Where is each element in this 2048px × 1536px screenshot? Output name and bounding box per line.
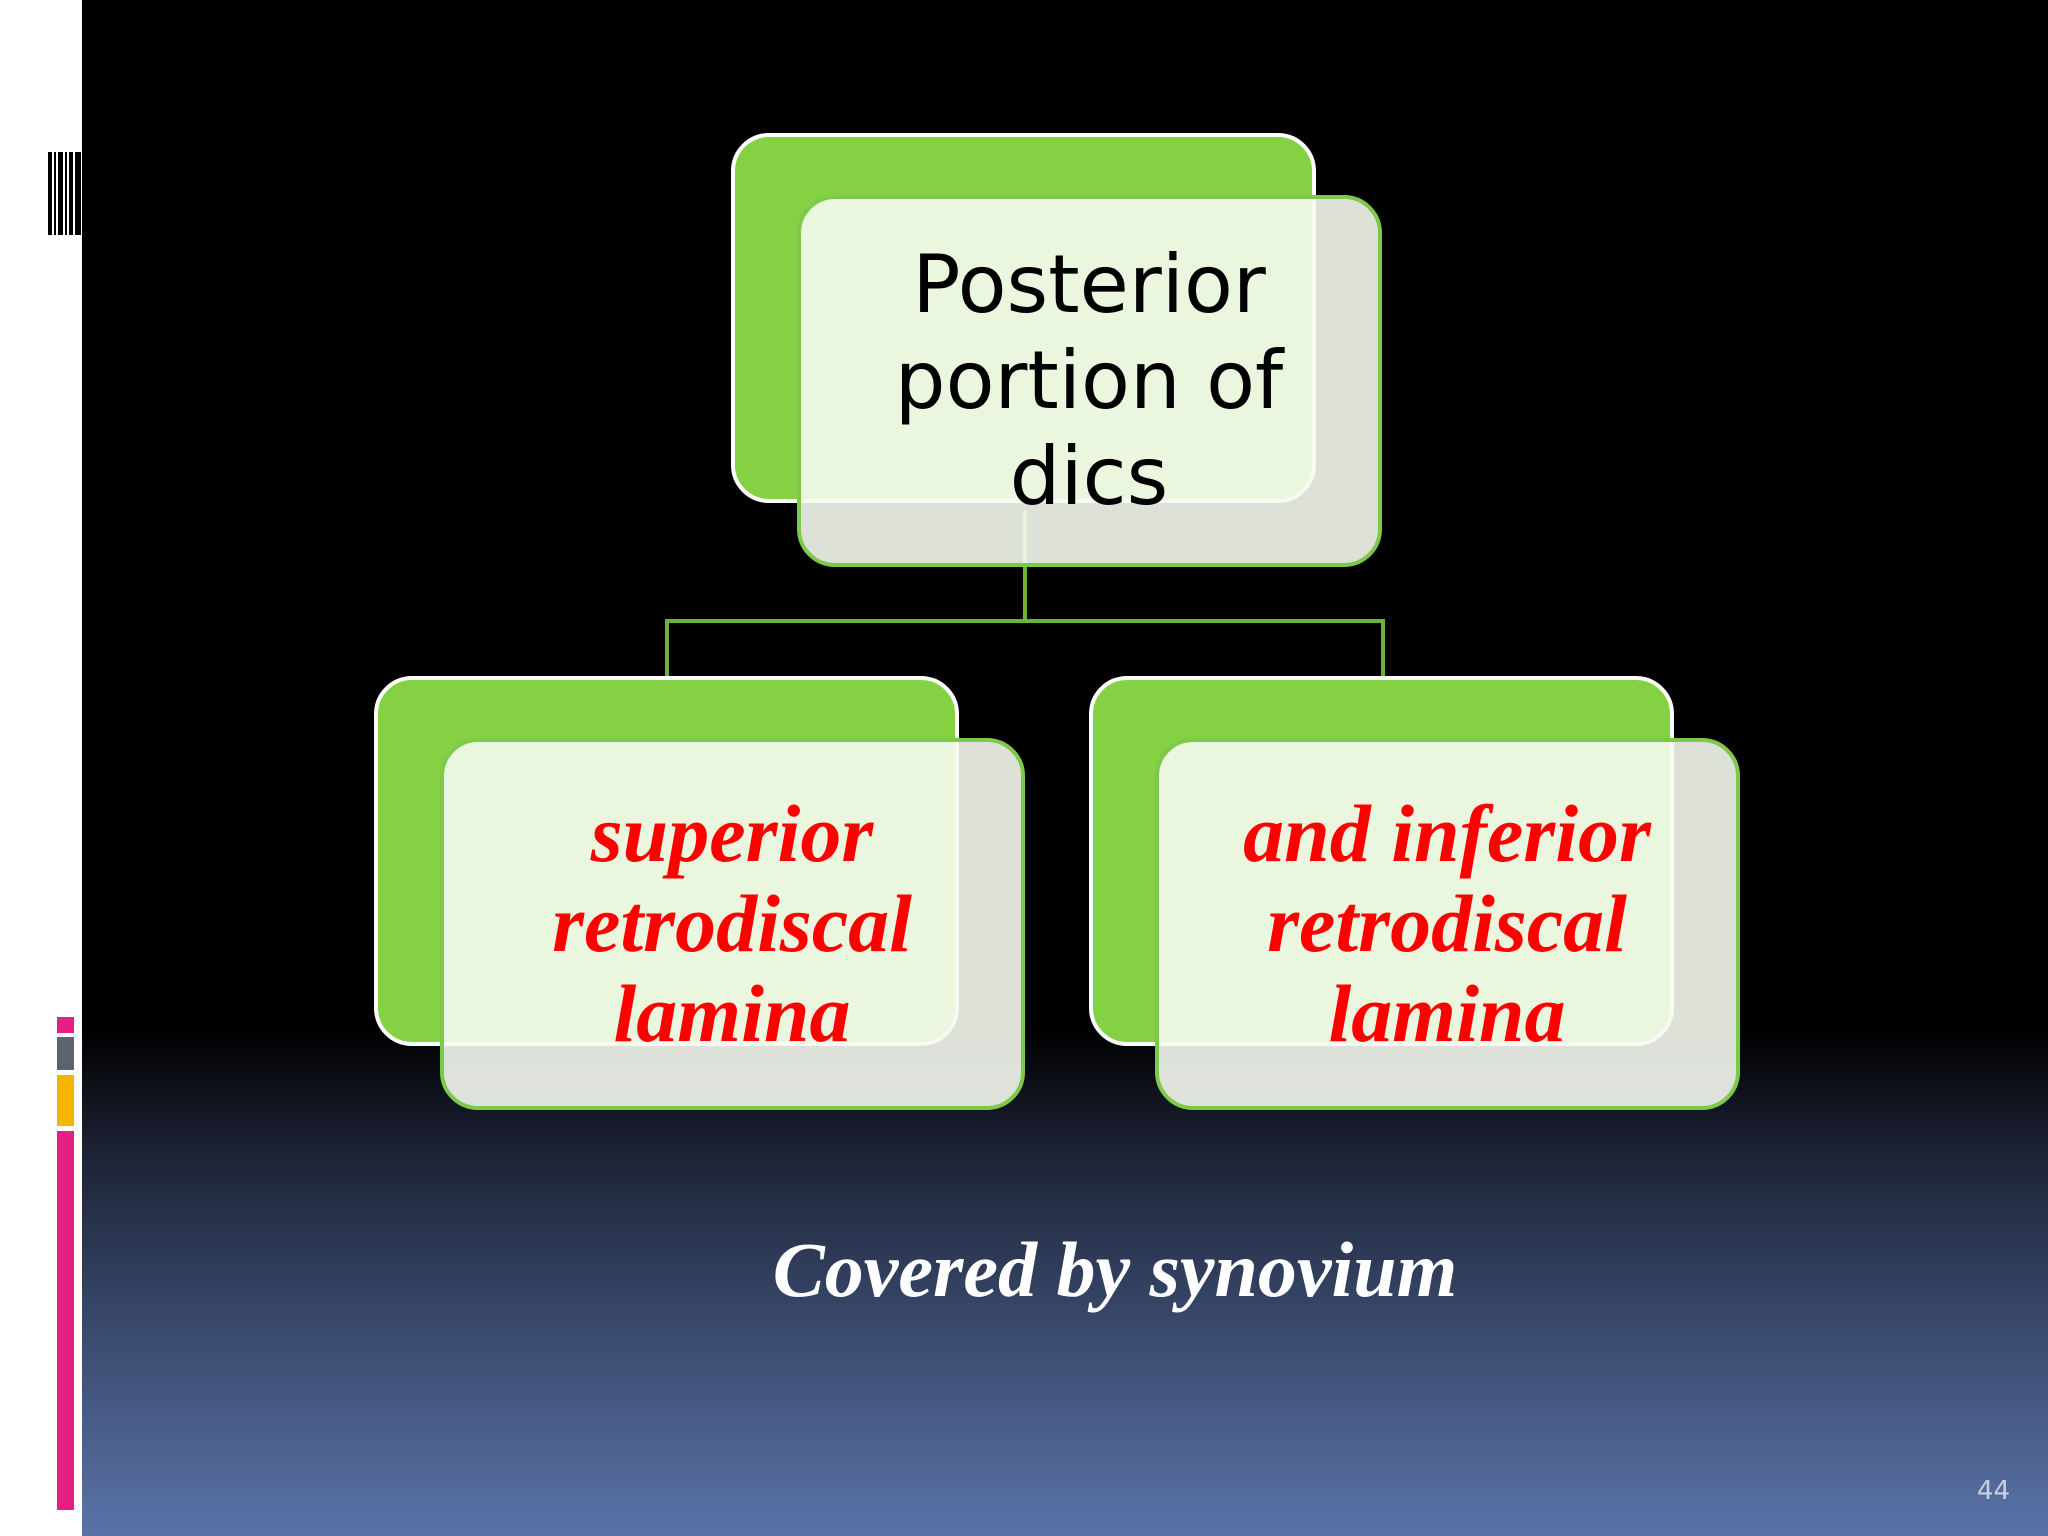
child-node-superior-label-wrap: superior retrodiscal lamina bbox=[454, 752, 1010, 1096]
accent-bar-pink-small bbox=[57, 1017, 74, 1033]
barcode-decoration-icon bbox=[48, 152, 81, 235]
top-node: Posterior portion of dics bbox=[731, 133, 1386, 573]
child-node-inferior-label-wrap: and inferior retrodiscal lamina bbox=[1169, 752, 1725, 1096]
top-node-label: Posterior portion of dics bbox=[894, 238, 1284, 523]
child-node-inferior-front-box bbox=[1155, 738, 1740, 1110]
connector-vertical-left bbox=[665, 619, 669, 679]
accent-bar-gray bbox=[57, 1037, 74, 1070]
child-node-superior: superior retrodiscal lamina bbox=[374, 676, 1029, 1116]
connector-vertical-right bbox=[1381, 619, 1385, 679]
connector-horizontal bbox=[665, 619, 1385, 623]
child-node-superior-label: superior retrodiscal lamina bbox=[552, 788, 912, 1059]
child-node-inferior: and inferior retrodiscal lamina bbox=[1089, 676, 1744, 1116]
caption-text: Covered by synovium bbox=[772, 1226, 1458, 1313]
slide-number: 44 bbox=[1976, 1476, 2010, 1506]
top-node-front-box bbox=[797, 195, 1382, 567]
top-node-label-wrap: Posterior portion of dics bbox=[811, 209, 1367, 553]
left-margin-strip bbox=[0, 0, 82, 1536]
accent-bar-yellow bbox=[57, 1075, 74, 1126]
child-node-inferior-label: and inferior retrodiscal lamina bbox=[1243, 788, 1651, 1059]
child-node-superior-front-box bbox=[440, 738, 1025, 1110]
accent-bar-pink-long bbox=[57, 1131, 74, 1510]
